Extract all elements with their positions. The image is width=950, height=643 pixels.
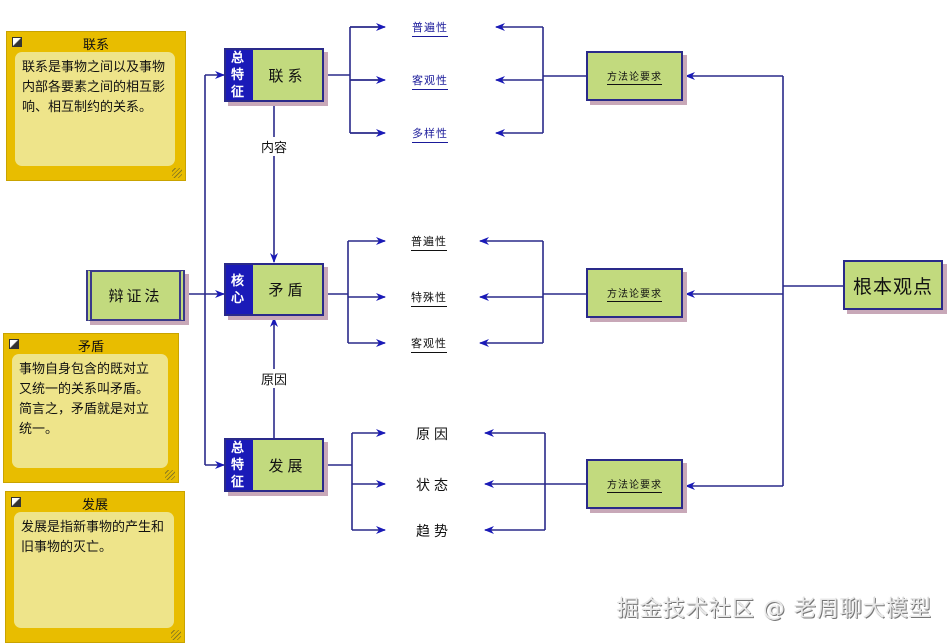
development-label: 发展 [268,456,307,475]
leaf-state[interactable]: 状态 [416,478,452,494]
method-node-contradiction[interactable]: 方法论要求 [586,268,683,318]
note-title: 发展 [81,498,108,513]
note-menu-icon[interactable] [12,37,22,47]
note-development[interactable]: 发展 发展是指新事物的产生和旧事物的灭亡。 [5,491,185,643]
leaf-cause[interactable]: 原因 [416,427,452,443]
note-menu-icon[interactable] [11,497,21,507]
leaf-particularity[interactable]: 特殊性 [411,289,447,307]
note-title: 矛盾 [77,340,104,355]
general-feature-tag: 总特征 [226,440,253,490]
link-node[interactable]: 总特征 联系 [224,48,324,102]
edge-label-content: 内容 [258,137,290,156]
watermark: 掘金技术社区 @ 老周聊大模型 [617,597,932,622]
general-feature-tag: 总特征 [226,50,253,100]
method-label: 方法论要求 [607,476,662,493]
method-node-link[interactable]: 方法论要求 [586,51,683,101]
contradiction-label: 矛盾 [268,281,307,299]
leaf-universality[interactable]: 普遍性 [411,233,447,251]
leaf-objectivity[interactable]: 客观性 [412,72,448,90]
leaf-diversity[interactable]: 多样性 [412,125,448,143]
core-tag: 核心 [226,265,253,314]
dialectic-node[interactable]: 辩证法 [86,270,185,321]
fundamental-view-node[interactable]: 根本观点 [843,260,943,310]
resize-grip-icon[interactable] [165,470,175,480]
note-body: 事物自身包含的既对立又统一的关系叫矛盾。简言之，矛盾就是对立统一。 [12,354,168,468]
method-node-development[interactable]: 方法论要求 [586,459,683,509]
dialectic-label: 辩证法 [108,287,163,305]
note-menu-icon[interactable] [9,339,19,349]
leaf-trend[interactable]: 趋势 [416,524,452,540]
note-title: 联系 [82,38,109,53]
method-label: 方法论要求 [607,68,662,85]
development-node[interactable]: 总特征 发展 [224,438,324,492]
note-body: 发展是指新事物的产生和旧事物的灭亡。 [14,512,174,628]
leaf-universality[interactable]: 普遍性 [412,19,448,37]
resize-grip-icon[interactable] [171,630,181,640]
link-label: 联系 [268,66,307,85]
fundamental-view-label: 根本观点 [852,275,933,298]
edge-label-cause: 原因 [258,369,290,388]
leaf-objectivity[interactable]: 客观性 [411,335,447,353]
resize-grip-icon[interactable] [172,168,182,178]
note-link[interactable]: 联系 联系是事物之间以及事物内部各要素之间的相互影响、相互制约的关系。 [6,31,186,181]
note-body: 联系是事物之间以及事物内部各要素之间的相互影响、相互制约的关系。 [15,52,175,166]
note-contradiction[interactable]: 矛盾 事物自身包含的既对立又统一的关系叫矛盾。简言之，矛盾就是对立统一。 [3,333,179,483]
contradiction-node[interactable]: 核心 矛盾 [224,263,324,316]
method-label: 方法论要求 [607,285,662,302]
